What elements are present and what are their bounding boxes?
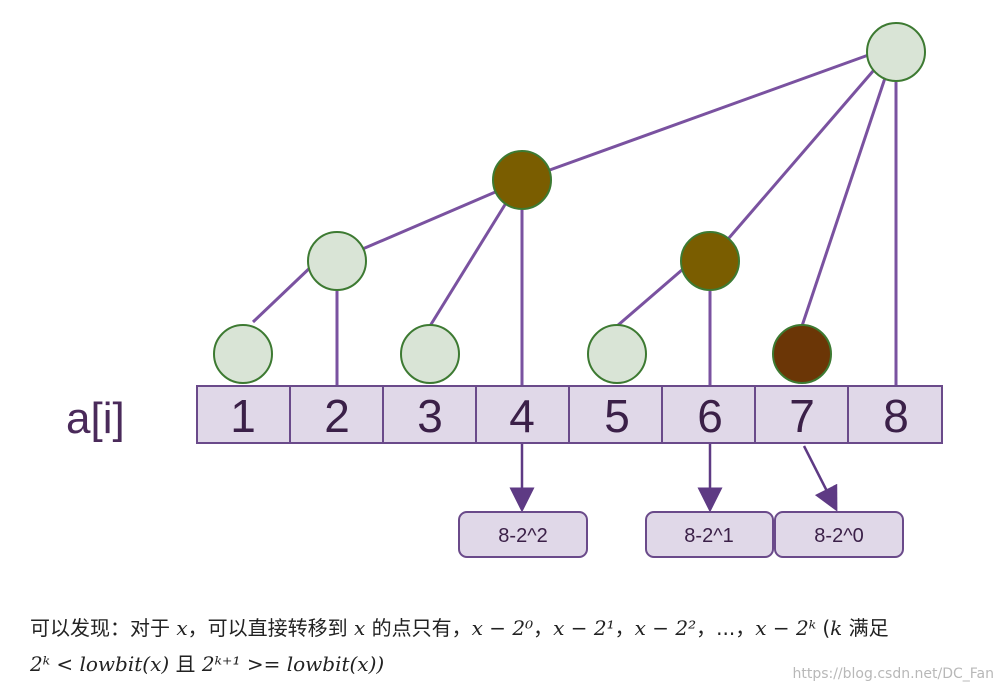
caption-mid2: 的点只有， <box>371 616 472 640</box>
tree-nodes <box>213 22 926 384</box>
caption-line-2: 2ᵏ < lowbit(x) 且 2ᵏ⁺¹ >= lowbit(x)) <box>30 646 980 682</box>
arrow-cell7-to-box <box>802 445 838 512</box>
caption-term-3: x − 2² <box>634 616 697 640</box>
caption-term-2: x − 2¹ <box>553 616 615 640</box>
edge-root-to-node7 <box>800 77 887 327</box>
caption-paren-open: ( <box>822 616 831 640</box>
fenwick-tree-diagram: a[i] 1 2 3 4 5 6 7 8 8-2^2 8-2^1 8-2^0 <box>66 22 943 558</box>
caption: 可以发现：对于 x，可以直接转移到 x 的点只有，x − 2⁰，x − 2¹，x… <box>30 610 980 682</box>
array-cell-6 <box>661 385 756 444</box>
result-boxes: 8-2^2 8-2^1 8-2^0 <box>458 511 904 558</box>
result-box-1-label: 8-2^2 <box>498 525 547 547</box>
node-6 <box>680 231 740 291</box>
edge-node4-to-node3 <box>428 202 508 327</box>
caption-and: 且 <box>175 652 196 676</box>
result-arrows <box>509 444 838 513</box>
array-cell-7-label: 7 <box>789 390 815 442</box>
caption-var-x-2: x <box>354 616 366 640</box>
node-root-8 <box>866 22 926 82</box>
caption-term-4: x − 2ᵏ <box>755 616 816 640</box>
edge-node6-to-node5 <box>616 261 691 328</box>
caption-cond-1: 2ᵏ < lowbit(x) <box>30 652 170 676</box>
array-cell-4 <box>475 385 570 444</box>
edge-node2-to-node1 <box>251 261 317 324</box>
array-cell-5-label: 5 <box>604 390 630 442</box>
caption-satisfies: 满足 <box>848 616 889 640</box>
tree-edges <box>251 51 898 386</box>
result-box-1 <box>458 511 588 558</box>
edge-root-to-node6 <box>708 62 882 261</box>
caption-term-1: x − 2⁰ <box>471 616 534 640</box>
node-1 <box>213 324 273 384</box>
node-2 <box>307 231 367 291</box>
array-cell-6-label: 6 <box>697 390 723 442</box>
array-label: a[i] <box>66 394 125 443</box>
array-cell-1 <box>196 385 291 444</box>
caption-cond-2: 2ᵏ⁺¹ >= lowbit(x)) <box>201 652 385 676</box>
caption-term-ellipsis: ... <box>716 616 736 640</box>
edge-root-to-node4 <box>521 51 875 182</box>
array-cells: 1 2 3 4 5 6 7 8 <box>196 385 943 444</box>
node-4 <box>492 150 552 210</box>
array-cell-7 <box>754 385 849 444</box>
array-cell-3-label: 3 <box>417 390 443 442</box>
array-cell-8-label: 8 <box>883 390 909 442</box>
watermark: https://blog.csdn.net/DC_Fan <box>792 666 994 682</box>
caption-mid: ，可以直接转移到 <box>187 616 348 640</box>
caption-var-k: k <box>830 616 843 640</box>
result-box-3-label: 8-2^0 <box>814 525 863 547</box>
array-cell-1-label: 1 <box>230 390 256 442</box>
node-3 <box>400 324 460 384</box>
array-cell-8 <box>847 385 943 444</box>
node-5 <box>587 324 647 384</box>
caption-prefix: 可以发现：对于 <box>30 616 170 640</box>
array-cell-5 <box>568 385 663 444</box>
result-box-3 <box>774 511 904 558</box>
array-cell-2-label: 2 <box>324 390 350 442</box>
caption-var-x: x <box>176 616 188 640</box>
array-cell-2 <box>289 385 384 444</box>
result-box-2-label: 8-2^1 <box>684 525 733 547</box>
node-7 <box>772 324 832 384</box>
result-box-2 <box>645 511 774 558</box>
caption-line-1: 可以发现：对于 x，可以直接转移到 x 的点只有，x − 2⁰，x − 2¹，x… <box>30 616 889 640</box>
array-cell-4-label: 4 <box>509 390 535 442</box>
